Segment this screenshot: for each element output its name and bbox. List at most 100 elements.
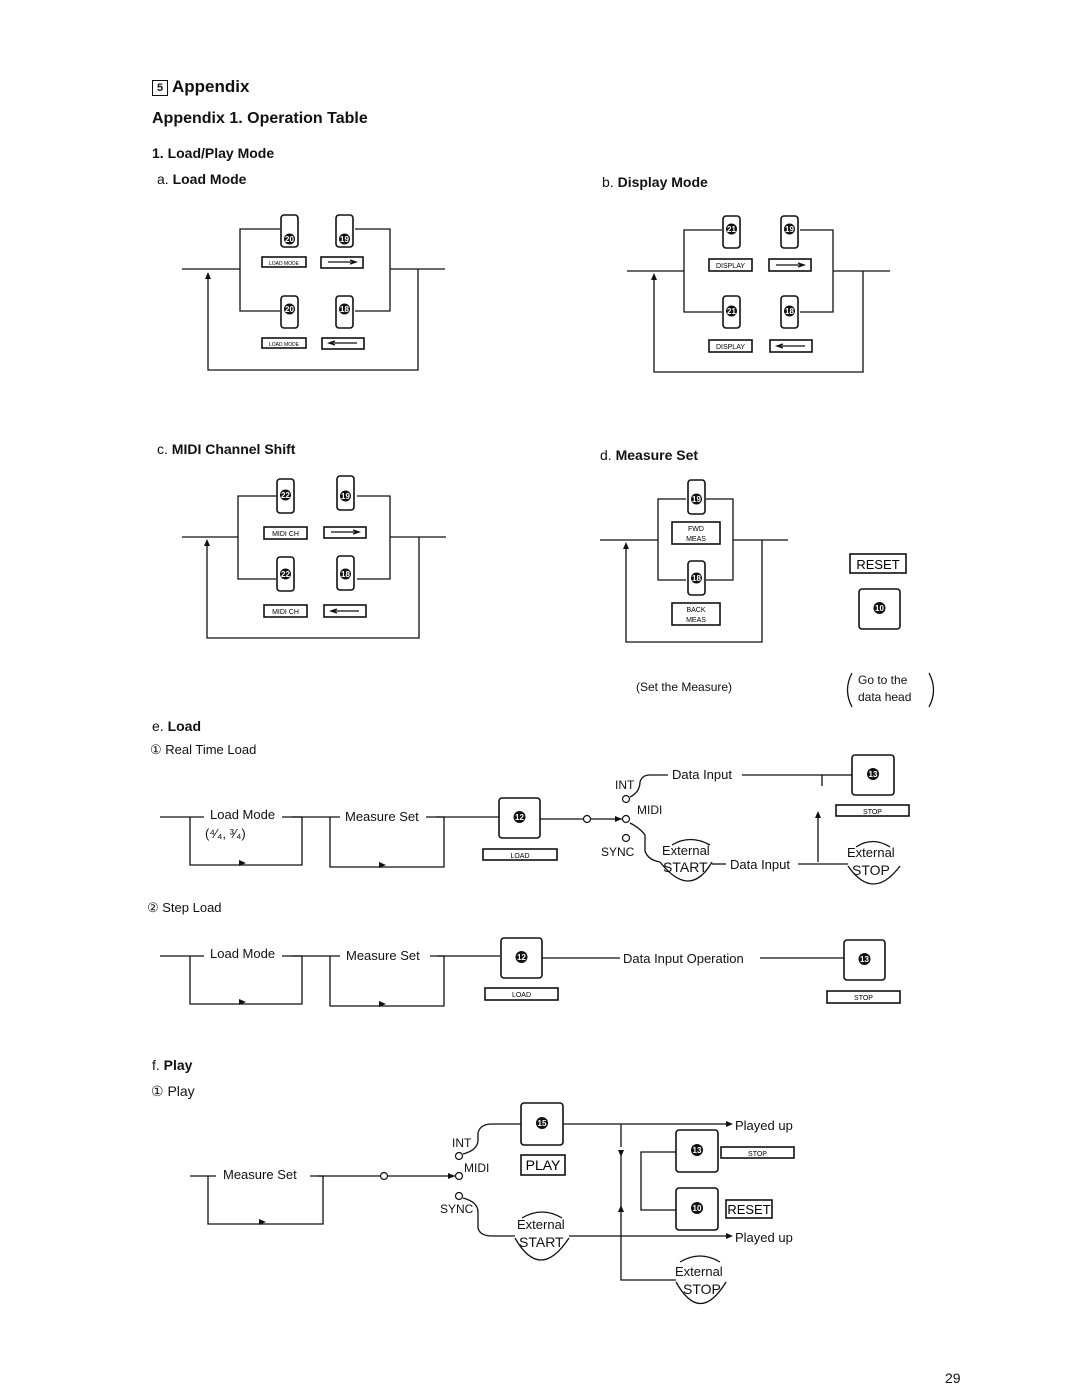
button-number-10: 10 bbox=[875, 604, 884, 613]
play-midi-label: MIDI bbox=[464, 1161, 490, 1175]
display-key-label: DISPLAY bbox=[716, 344, 745, 351]
button-number-19: 19 bbox=[340, 235, 349, 244]
button-number-22: 22 bbox=[281, 570, 290, 579]
subsection-f-title: Play bbox=[163, 1057, 193, 1073]
stop-label: STOP bbox=[852, 862, 890, 878]
button-number-19: 19 bbox=[785, 225, 794, 234]
stop-key bbox=[835, 804, 910, 817]
external-stop-label: External bbox=[847, 845, 895, 860]
step-load-title: ② Step Load bbox=[147, 900, 222, 915]
appendix-title: Appendix 1. Operation Table bbox=[152, 110, 368, 127]
load-mode-diagram: 20 19 20 18 LOAD MODE LOAD MODE bbox=[182, 214, 445, 371]
button-number-19: 19 bbox=[692, 495, 701, 504]
section-title: Appendix bbox=[172, 77, 250, 96]
go-to-caption-line1: Go to the bbox=[858, 673, 908, 687]
stop-key-label: STOP bbox=[863, 809, 882, 816]
section-number-box: 5 bbox=[152, 79, 168, 96]
measure-set-label: Measure Set bbox=[342, 809, 422, 824]
step-measure-set-label: Measure Set bbox=[343, 948, 423, 963]
load-mode-key-bottom bbox=[261, 337, 307, 349]
step-load-mode-label: Load Mode bbox=[207, 946, 279, 961]
reset-key-label: RESET bbox=[856, 557, 899, 572]
play-external-start-label: External bbox=[517, 1217, 565, 1232]
button-number-13: 13 bbox=[693, 1146, 702, 1155]
button-number-10: 10 bbox=[693, 1204, 702, 1213]
real-time-load-title: ① Real Time Load bbox=[150, 742, 257, 757]
subsection-c-prefix: c. bbox=[157, 441, 168, 457]
display-key-label: DISPLAY bbox=[716, 263, 745, 270]
button-number-20: 20 bbox=[285, 305, 294, 314]
fwd-meas-key bbox=[671, 521, 721, 545]
subsection-e-prefix: e. bbox=[152, 718, 164, 734]
measure-set-diagram: 19 FWD MEAS 18 BACK MEAS RESET 10 bbox=[600, 479, 935, 708]
played-up-label-2: Played up bbox=[735, 1230, 793, 1245]
button-number-20: 20 bbox=[285, 235, 294, 244]
button-number-18: 18 bbox=[341, 570, 350, 579]
subsection-b-heading: b. Display Mode bbox=[602, 174, 708, 190]
play-measure-set-label: Measure Set bbox=[220, 1167, 300, 1182]
midi-ch-key-label: MIDI CH bbox=[272, 531, 299, 538]
mode-title: 1. Load/Play Mode bbox=[152, 145, 275, 161]
button-number-18: 18 bbox=[340, 305, 349, 314]
button-number-13: 13 bbox=[869, 770, 878, 779]
play-stop-label: STOP bbox=[683, 1281, 721, 1297]
load-mode-key-label: LOAD MODE bbox=[269, 342, 300, 348]
subsection-a-title: Load Mode bbox=[172, 171, 247, 187]
reset-key bbox=[849, 553, 907, 574]
midi-ch-key-bottom bbox=[263, 604, 308, 618]
stop-key bbox=[826, 990, 901, 1004]
start-label: START bbox=[663, 859, 708, 875]
subsection-f-prefix: f. bbox=[152, 1057, 160, 1073]
data-input-label-2: Data Input bbox=[730, 857, 790, 872]
load-mode-key-label: LOAD MODE bbox=[269, 261, 300, 267]
fwd-meas-key-label-2: MEAS bbox=[686, 536, 706, 543]
subsection-e-title: Load bbox=[167, 718, 202, 734]
subsection-e-heading: e. Load bbox=[152, 718, 201, 734]
load-key-label: LOAD bbox=[512, 992, 531, 999]
button-number-13: 13 bbox=[860, 955, 869, 964]
time-signature-label: (⁴⁄₄, ³⁄₄) bbox=[205, 826, 246, 841]
display-key-top bbox=[708, 258, 753, 272]
play-external-stop-label: External bbox=[675, 1264, 723, 1279]
midi-ch-key-label: MIDI CH bbox=[272, 609, 299, 616]
button-number-19: 19 bbox=[341, 492, 350, 501]
load-mode-key-top bbox=[261, 256, 307, 268]
stop-key-label: STOP bbox=[854, 995, 873, 1002]
subsection-f-heading: f. Play bbox=[152, 1057, 192, 1073]
data-input-label: Data Input bbox=[672, 767, 732, 782]
button-number-18: 18 bbox=[692, 574, 701, 583]
button-number-21: 21 bbox=[727, 225, 736, 234]
external-start-label: External bbox=[662, 843, 710, 858]
sync-label: SYNC bbox=[601, 845, 635, 859]
midi-ch-key-top bbox=[263, 526, 308, 540]
back-meas-key bbox=[671, 602, 721, 626]
int-label: INT bbox=[615, 778, 635, 792]
play-diagram: 15 PLAY 13 STOP 10 RESET bbox=[190, 1102, 795, 1305]
play-key bbox=[520, 1154, 566, 1176]
display-mode-diagram: 21 19 21 18 DISPLAY DISPLAY bbox=[627, 215, 890, 373]
subsection-c-title: MIDI Channel Shift bbox=[171, 441, 296, 457]
button-number-12: 12 bbox=[515, 813, 524, 822]
load-mode-label: Load Mode bbox=[207, 807, 279, 822]
subsection-d-heading: d. Measure Set bbox=[600, 447, 698, 463]
subsection-b-prefix: b. bbox=[602, 174, 614, 190]
button-number-22: 22 bbox=[281, 491, 290, 500]
midi-label: MIDI bbox=[637, 803, 663, 817]
back-meas-key-label-2: MEAS bbox=[686, 617, 706, 624]
played-up-label-1: Played up bbox=[735, 1118, 793, 1133]
reset-key bbox=[725, 1199, 773, 1219]
button-number-21: 21 bbox=[727, 307, 736, 316]
play-key-label: PLAY bbox=[526, 1157, 561, 1173]
load-key bbox=[484, 987, 559, 1001]
page-number: 29 bbox=[945, 1370, 961, 1386]
subsection-b-title: Display Mode bbox=[617, 174, 708, 190]
stop-key bbox=[720, 1146, 795, 1159]
reset-key-label: RESET bbox=[727, 1202, 770, 1217]
load-key-label: LOAD bbox=[510, 853, 529, 860]
load-key bbox=[482, 848, 558, 861]
stop-key-label: STOP bbox=[748, 1151, 767, 1158]
real-time-load-diagram: 12 LOAD 13 STOP bbox=[160, 754, 910, 885]
play-item-title: ① Play bbox=[151, 1083, 195, 1099]
